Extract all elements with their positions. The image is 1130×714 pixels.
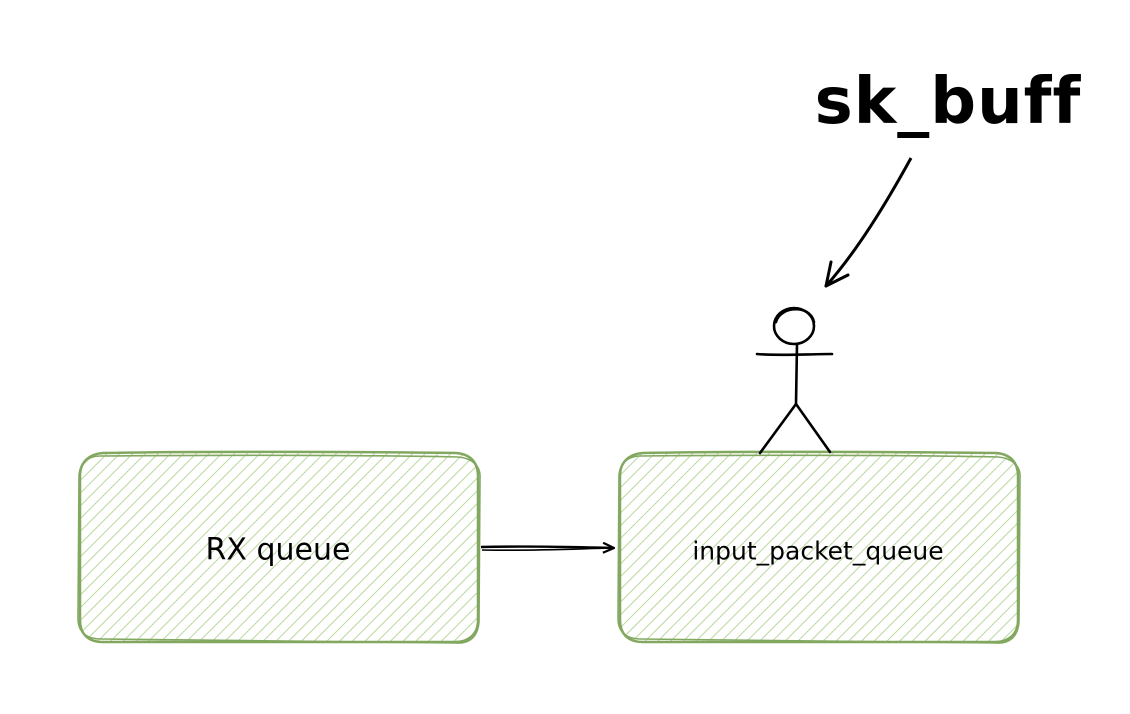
- rx-to-input-arrow: [480, 541, 616, 554]
- stick-figure-icon: [755, 306, 834, 455]
- rx-queue-label: RX queue: [205, 532, 351, 568]
- skbuff-pointer-arrow: [824, 157, 913, 288]
- input-packet-queue-label: input_packet_queue: [692, 536, 944, 566]
- rx-queue-box: [77, 450, 481, 644]
- skbuff-label: sk_buff: [814, 65, 1082, 139]
